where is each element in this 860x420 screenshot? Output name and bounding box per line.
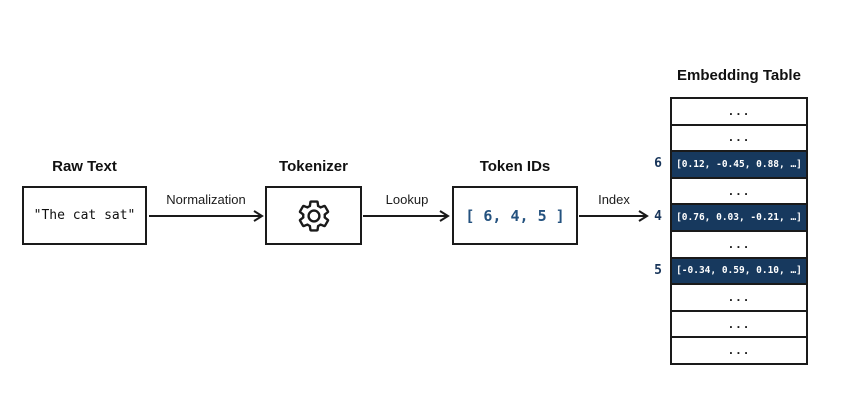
embedding-table: ... ... [0.12, -0.45, 0.88, …] ... [0.76… — [670, 97, 808, 365]
normalization-arrow — [149, 209, 264, 223]
token-ids-box: [ 6, 4, 5 ] — [452, 186, 578, 245]
embedding-row: ... — [672, 123, 806, 151]
raw-text-label: Raw Text — [52, 158, 117, 175]
raw-text-box: "The cat sat" — [22, 186, 147, 245]
lookup-arrow-label: Lookup — [385, 192, 429, 207]
index-arrow-label: Index — [598, 192, 630, 207]
embedding-row: ... — [672, 309, 806, 337]
embedding-row-highlighted: [-0.34, 0.59, 0.10, …] — [672, 256, 806, 284]
tokenizer-label: Tokenizer — [279, 158, 348, 175]
embedding-row: ... — [727, 104, 751, 118]
tokenizer-box — [265, 186, 362, 245]
token-ids-label: Token IDs — [479, 158, 551, 175]
embedding-row: ... — [672, 176, 806, 204]
embedding-row: ... — [672, 336, 806, 363]
index-arrow — [579, 209, 649, 223]
raw-text-value: "The cat sat" — [33, 208, 136, 223]
token-ids-value: [ 6, 4, 5 ] — [465, 206, 565, 225]
normalization-arrow-label: Normalization — [166, 192, 246, 207]
embedding-row: ... — [672, 283, 806, 310]
row-index-5: 5 — [654, 263, 662, 278]
embedding-row: ... — [672, 229, 806, 257]
row-index-6: 6 — [654, 156, 662, 171]
embedding-table-title: Embedding Table — [677, 67, 801, 84]
embedding-row-highlighted: [0.76, 0.03, -0.21, …] — [672, 203, 806, 230]
row-index-4: 4 — [654, 209, 662, 224]
embedding-row-highlighted: [0.12, -0.45, 0.88, …] — [672, 150, 806, 177]
gear-icon — [298, 199, 329, 232]
lookup-arrow — [363, 209, 450, 223]
